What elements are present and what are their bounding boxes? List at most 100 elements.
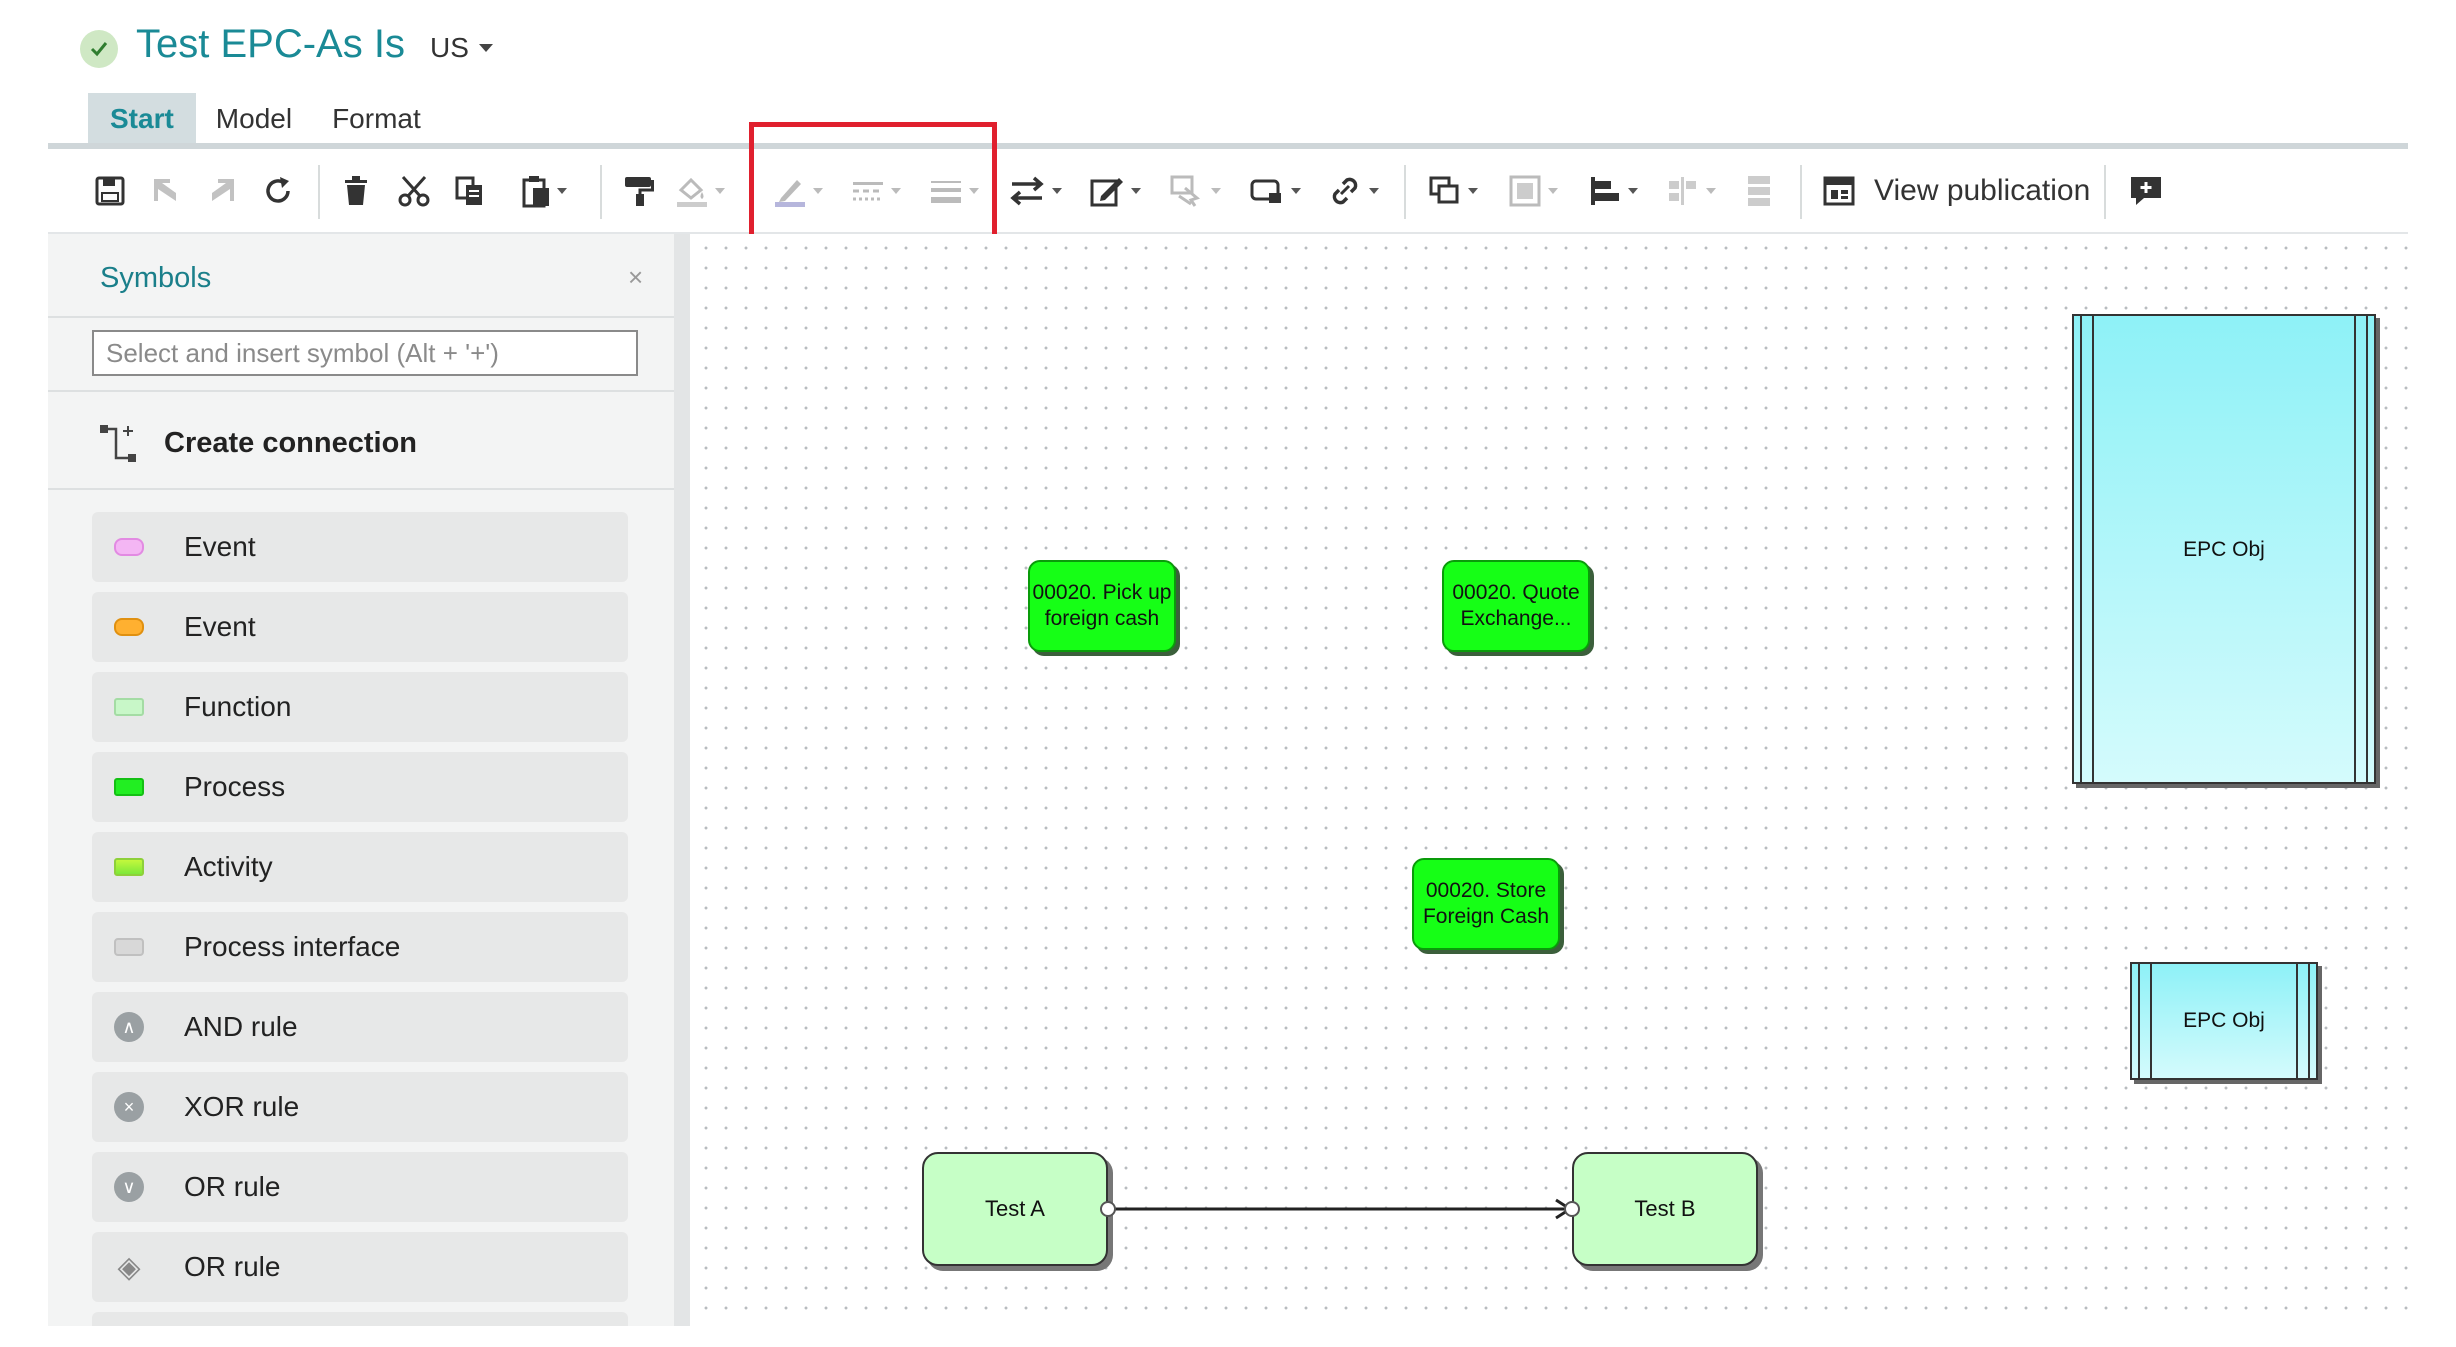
chevron-down-icon <box>1548 188 1558 194</box>
group-icon <box>1509 175 1541 207</box>
chevron-down-icon <box>1052 188 1062 194</box>
chevron-down-icon <box>1706 188 1716 194</box>
connection-layer <box>1100 1198 1580 1220</box>
create-connection-button[interactable]: Create connection <box>98 422 417 464</box>
symbol-label: Function <box>184 691 292 722</box>
edit-attributes-dropdown[interactable] <box>1080 149 1150 233</box>
process-shape-icon <box>114 778 144 796</box>
view-publication-button[interactable]: View publication <box>1822 149 2090 233</box>
toolbar <box>48 149 2408 233</box>
chevron-down-icon <box>813 188 823 194</box>
line-weight-dropdown[interactable] <box>922 149 986 233</box>
connection-end-handle[interactable] <box>1564 1201 1580 1217</box>
chevron-down-icon <box>478 44 493 52</box>
symbol-and-rule[interactable]: ∧AND rule <box>92 992 628 1062</box>
chevron-down-icon <box>969 188 979 194</box>
redo-icon[interactable] <box>200 149 244 233</box>
symbol-activity[interactable]: Activity <box>92 832 628 902</box>
symbol-label: Activity <box>184 851 273 882</box>
process-node-pick-up[interactable]: 00020. Pick up foreign cash <box>1028 560 1176 652</box>
symbol-event[interactable]: Event <box>92 592 628 662</box>
process-node-store-cash[interactable]: 00020. Store Foreign Cash <box>1412 858 1560 950</box>
symbol-or-rule[interactable]: ◈OR rule <box>92 1232 628 1302</box>
symbol-function[interactable]: Function <box>92 672 628 742</box>
symbol-event[interactable]: Event <box>92 512 628 582</box>
panel-divider <box>48 488 674 490</box>
epc-object-small[interactable]: EPC Obj <box>2130 962 2318 1080</box>
refresh-icon[interactable] <box>256 149 300 233</box>
arrange-dropdown[interactable] <box>1418 149 1488 233</box>
link-dropdown[interactable] <box>1318 149 1388 233</box>
function-shape-icon <box>114 698 144 716</box>
process-node-quote-exchange[interactable]: 00020. Quote Exchange... <box>1442 560 1590 652</box>
delete-icon[interactable] <box>334 149 378 233</box>
process-interface-shape-icon <box>114 938 144 956</box>
link-icon <box>1332 177 1358 205</box>
connection-start-handle[interactable] <box>1100 1201 1116 1217</box>
event-shape-icon <box>114 538 144 556</box>
function-node-test-a[interactable]: Test A <box>922 1152 1108 1266</box>
chevron-down-icon <box>1369 188 1379 194</box>
shape-dropdown[interactable] <box>1240 149 1310 233</box>
group-dropdown[interactable] <box>1498 149 1568 233</box>
toolbar-separator <box>1404 165 1406 219</box>
line-weight-icon <box>931 181 961 203</box>
line-style-icon <box>853 182 883 201</box>
tab-model[interactable]: Model <box>215 103 293 134</box>
function-node-test-b[interactable]: Test B <box>1572 1152 1758 1266</box>
tab-start[interactable]: Start <box>88 93 196 144</box>
align-dropdown[interactable] <box>1578 149 1648 233</box>
symbol-label: AND rule <box>184 1011 298 1042</box>
line-color-dropdown[interactable] <box>766 149 830 233</box>
copy-icon[interactable] <box>448 149 492 233</box>
highlight-box <box>749 122 997 241</box>
symbol-process[interactable]: Process <box>92 752 628 822</box>
or-rule-diamond-icon: ◈ <box>117 1250 141 1284</box>
status-check-icon <box>80 30 118 68</box>
spacing-icon[interactable] <box>1734 149 1784 233</box>
paste-icon <box>522 176 549 208</box>
format-painter-icon[interactable] <box>614 149 664 233</box>
distribute-dropdown[interactable] <box>1656 149 1726 233</box>
chevron-down-icon <box>557 188 567 194</box>
save-icon[interactable] <box>88 149 132 233</box>
fill-color-dropdown[interactable] <box>668 149 732 233</box>
symbol-xor-rule[interactable]: ×XOR rule <box>92 1072 628 1142</box>
symbol-process-interface[interactable]: Process interface <box>92 912 628 982</box>
xor-rule-icon: × <box>114 1092 144 1122</box>
arrange-icon <box>1429 176 1459 204</box>
ribbon-tabs: Start Model Format <box>88 93 441 144</box>
view-publication-label: View publication <box>1874 174 2091 207</box>
page-title: Test EPC-As Is <box>136 22 405 66</box>
line-color-icon <box>775 180 805 207</box>
toolbar-separator <box>600 165 602 219</box>
create-connection-label: Create connection <box>164 426 417 459</box>
paste-dropdown[interactable] <box>504 149 584 233</box>
select-objects-dropdown[interactable] <box>1160 149 1230 233</box>
edit-attributes-icon <box>1090 178 1123 207</box>
line-style-dropdown[interactable] <box>844 149 908 233</box>
connection-icon <box>100 425 136 462</box>
epc-object-label: EPC Obj <box>2183 538 2265 561</box>
locale-dropdown[interactable]: US <box>430 32 493 64</box>
symbol-or-rule[interactable]: ∨OR rule <box>92 1152 628 1222</box>
close-icon[interactable]: × <box>628 262 644 292</box>
toolbar-divider <box>48 232 2408 234</box>
tab-divider <box>48 143 2408 149</box>
symbol-search-input[interactable] <box>92 330 638 376</box>
symbol-label: Event <box>184 611 256 642</box>
connection-direction-dropdown[interactable] <box>1000 149 1070 233</box>
epc-object-large[interactable]: EPC Obj <box>2072 314 2376 784</box>
model-canvas[interactable]: 00020. Pick up foreign cash 00020. Quote… <box>690 234 2408 1326</box>
tab-format[interactable]: Format <box>332 103 421 134</box>
or-rule-icon: ∨ <box>114 1172 144 1202</box>
connection-direction-icon <box>1010 176 1044 206</box>
panel-splitter[interactable] <box>674 234 690 1326</box>
undo-icon[interactable] <box>144 149 188 233</box>
fill-color-icon <box>677 177 707 207</box>
bottom-edge <box>0 1326 2456 1347</box>
symbol-label: Process <box>184 771 286 802</box>
symbol-label: Event <box>184 531 256 562</box>
add-comment-icon[interactable] <box>2118 149 2174 233</box>
cut-icon[interactable] <box>392 149 436 233</box>
